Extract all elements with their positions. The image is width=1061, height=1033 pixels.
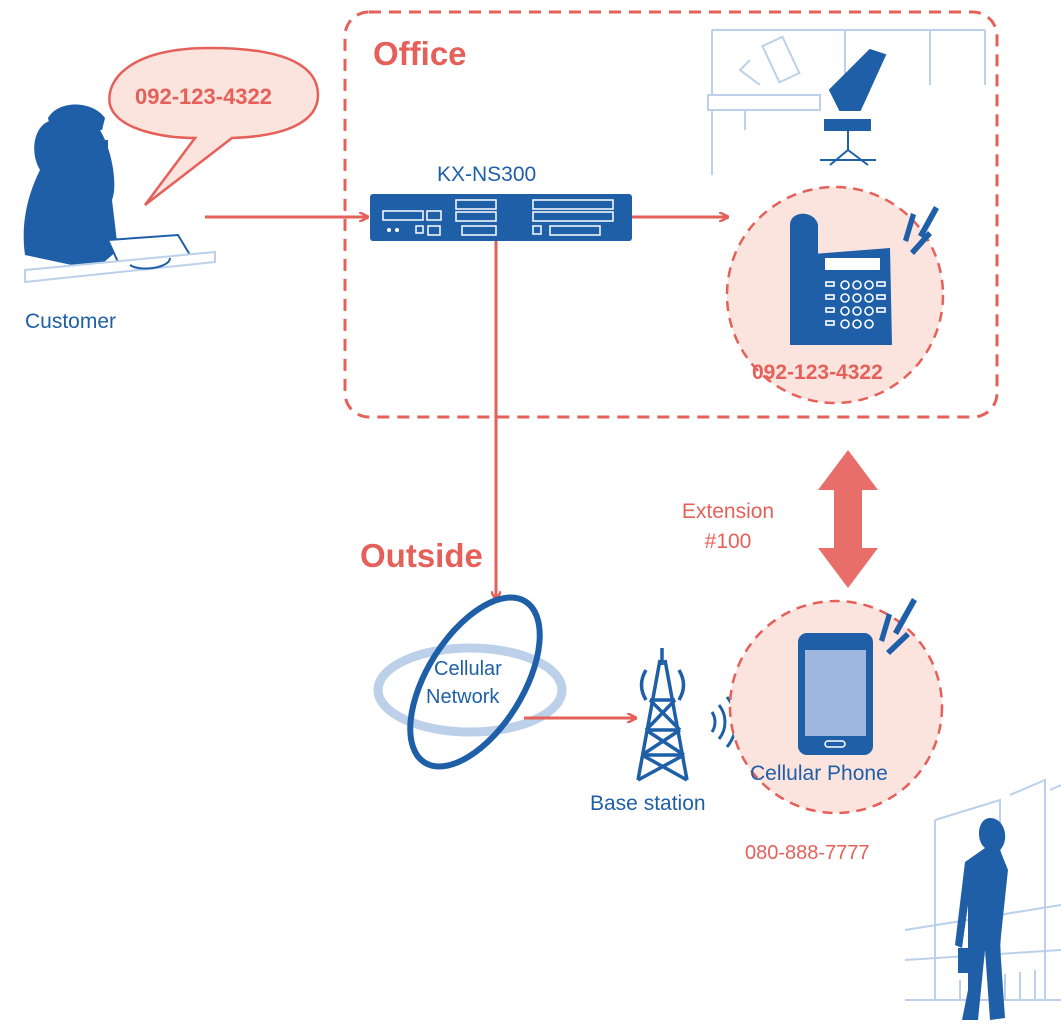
extension-line1: Extension: [681, 500, 775, 523]
network-label: Cellular Network: [426, 655, 502, 711]
cellular-network-icon: [373, 594, 567, 770]
cell-phone-icon: [798, 633, 873, 755]
desk-phone-ring-icon: [903, 206, 939, 255]
customer-label: Customer: [25, 310, 117, 333]
desk-phone-number: 092-123-4322: [752, 361, 883, 384]
base-station-icon: [636, 648, 689, 782]
cell-phone-label: Cellular Phone: [750, 762, 888, 785]
speech-number: 092-123-4322: [135, 84, 273, 109]
network-line2: Network: [426, 686, 500, 708]
desk-phone-icon: [790, 213, 892, 345]
office-boundary: [343, 10, 999, 419]
network-line1: Cellular: [434, 658, 502, 680]
pbx-label: KX-NS300: [437, 163, 537, 186]
base-station-label: Base station: [590, 792, 706, 815]
extension-double-arrow: [818, 450, 878, 588]
extension-line2: #100: [704, 530, 752, 553]
office-desk-illustration: [707, 29, 986, 175]
cell-phone-number: 080-888-7777: [745, 842, 870, 864]
businessman-illustration: [904, 778, 1061, 1020]
customer-figure: [23, 104, 216, 284]
extension-label: Extension #100: [666, 500, 790, 554]
office-label: Office: [373, 35, 467, 72]
cell-phone-ring-icon: [879, 598, 917, 655]
outside-label: Outside: [360, 537, 483, 574]
speech-bubble: [108, 46, 320, 206]
pbx-unit: [370, 194, 632, 241]
